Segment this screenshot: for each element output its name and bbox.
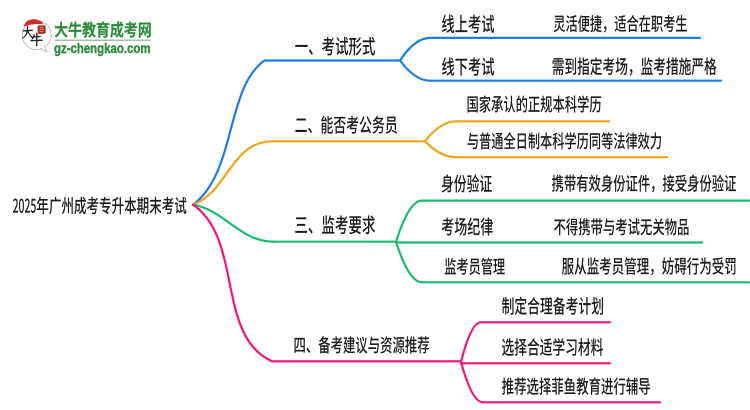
svg-text:gz-chengkao.com: gz-chengkao.com — [54, 40, 151, 56]
